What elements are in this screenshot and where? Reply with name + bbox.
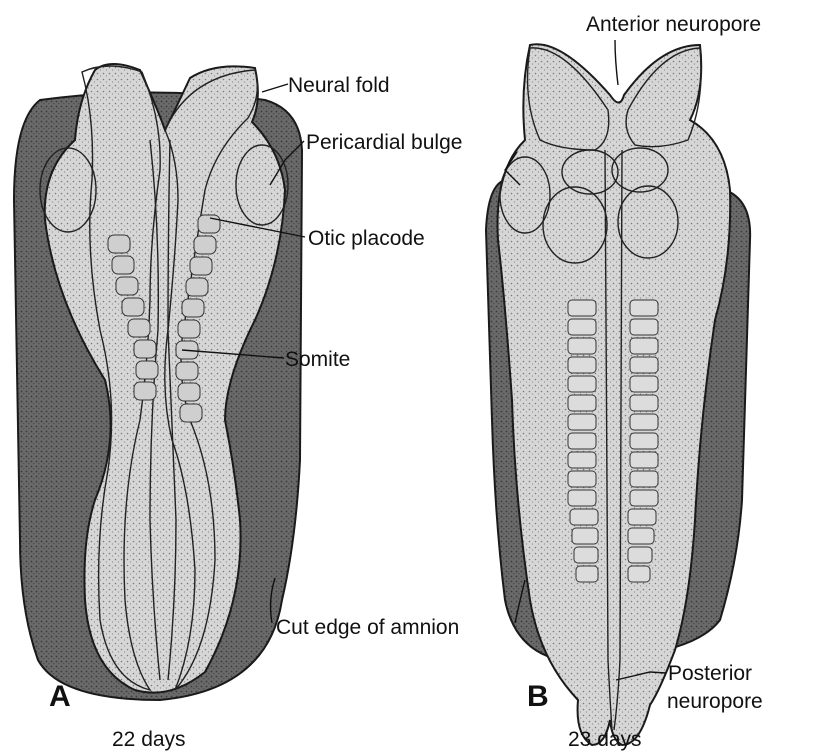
label-pericardial-bulge: Pericardial bulge: [306, 131, 462, 154]
panel-letter-a: A: [49, 680, 71, 713]
label-posterior-neuropore-line1: Posterior: [668, 662, 752, 685]
label-somite: Somite: [285, 348, 350, 371]
embryo-a: [14, 64, 302, 700]
label-cut-edge-of-amnion: Cut edge of amnion: [276, 616, 459, 639]
label-otic-placode: Otic placode: [308, 227, 425, 250]
label-neural-fold: Neural fold: [288, 74, 390, 97]
panel-letter-b: B: [527, 680, 549, 713]
embryo-b: [486, 44, 750, 745]
age-label-b: 23 days: [568, 728, 642, 751]
label-anterior-neuropore: Anterior neuropore: [586, 13, 761, 36]
label-posterior-neuropore-line2: neuropore: [667, 690, 763, 713]
age-label-a: 22 days: [112, 728, 186, 751]
